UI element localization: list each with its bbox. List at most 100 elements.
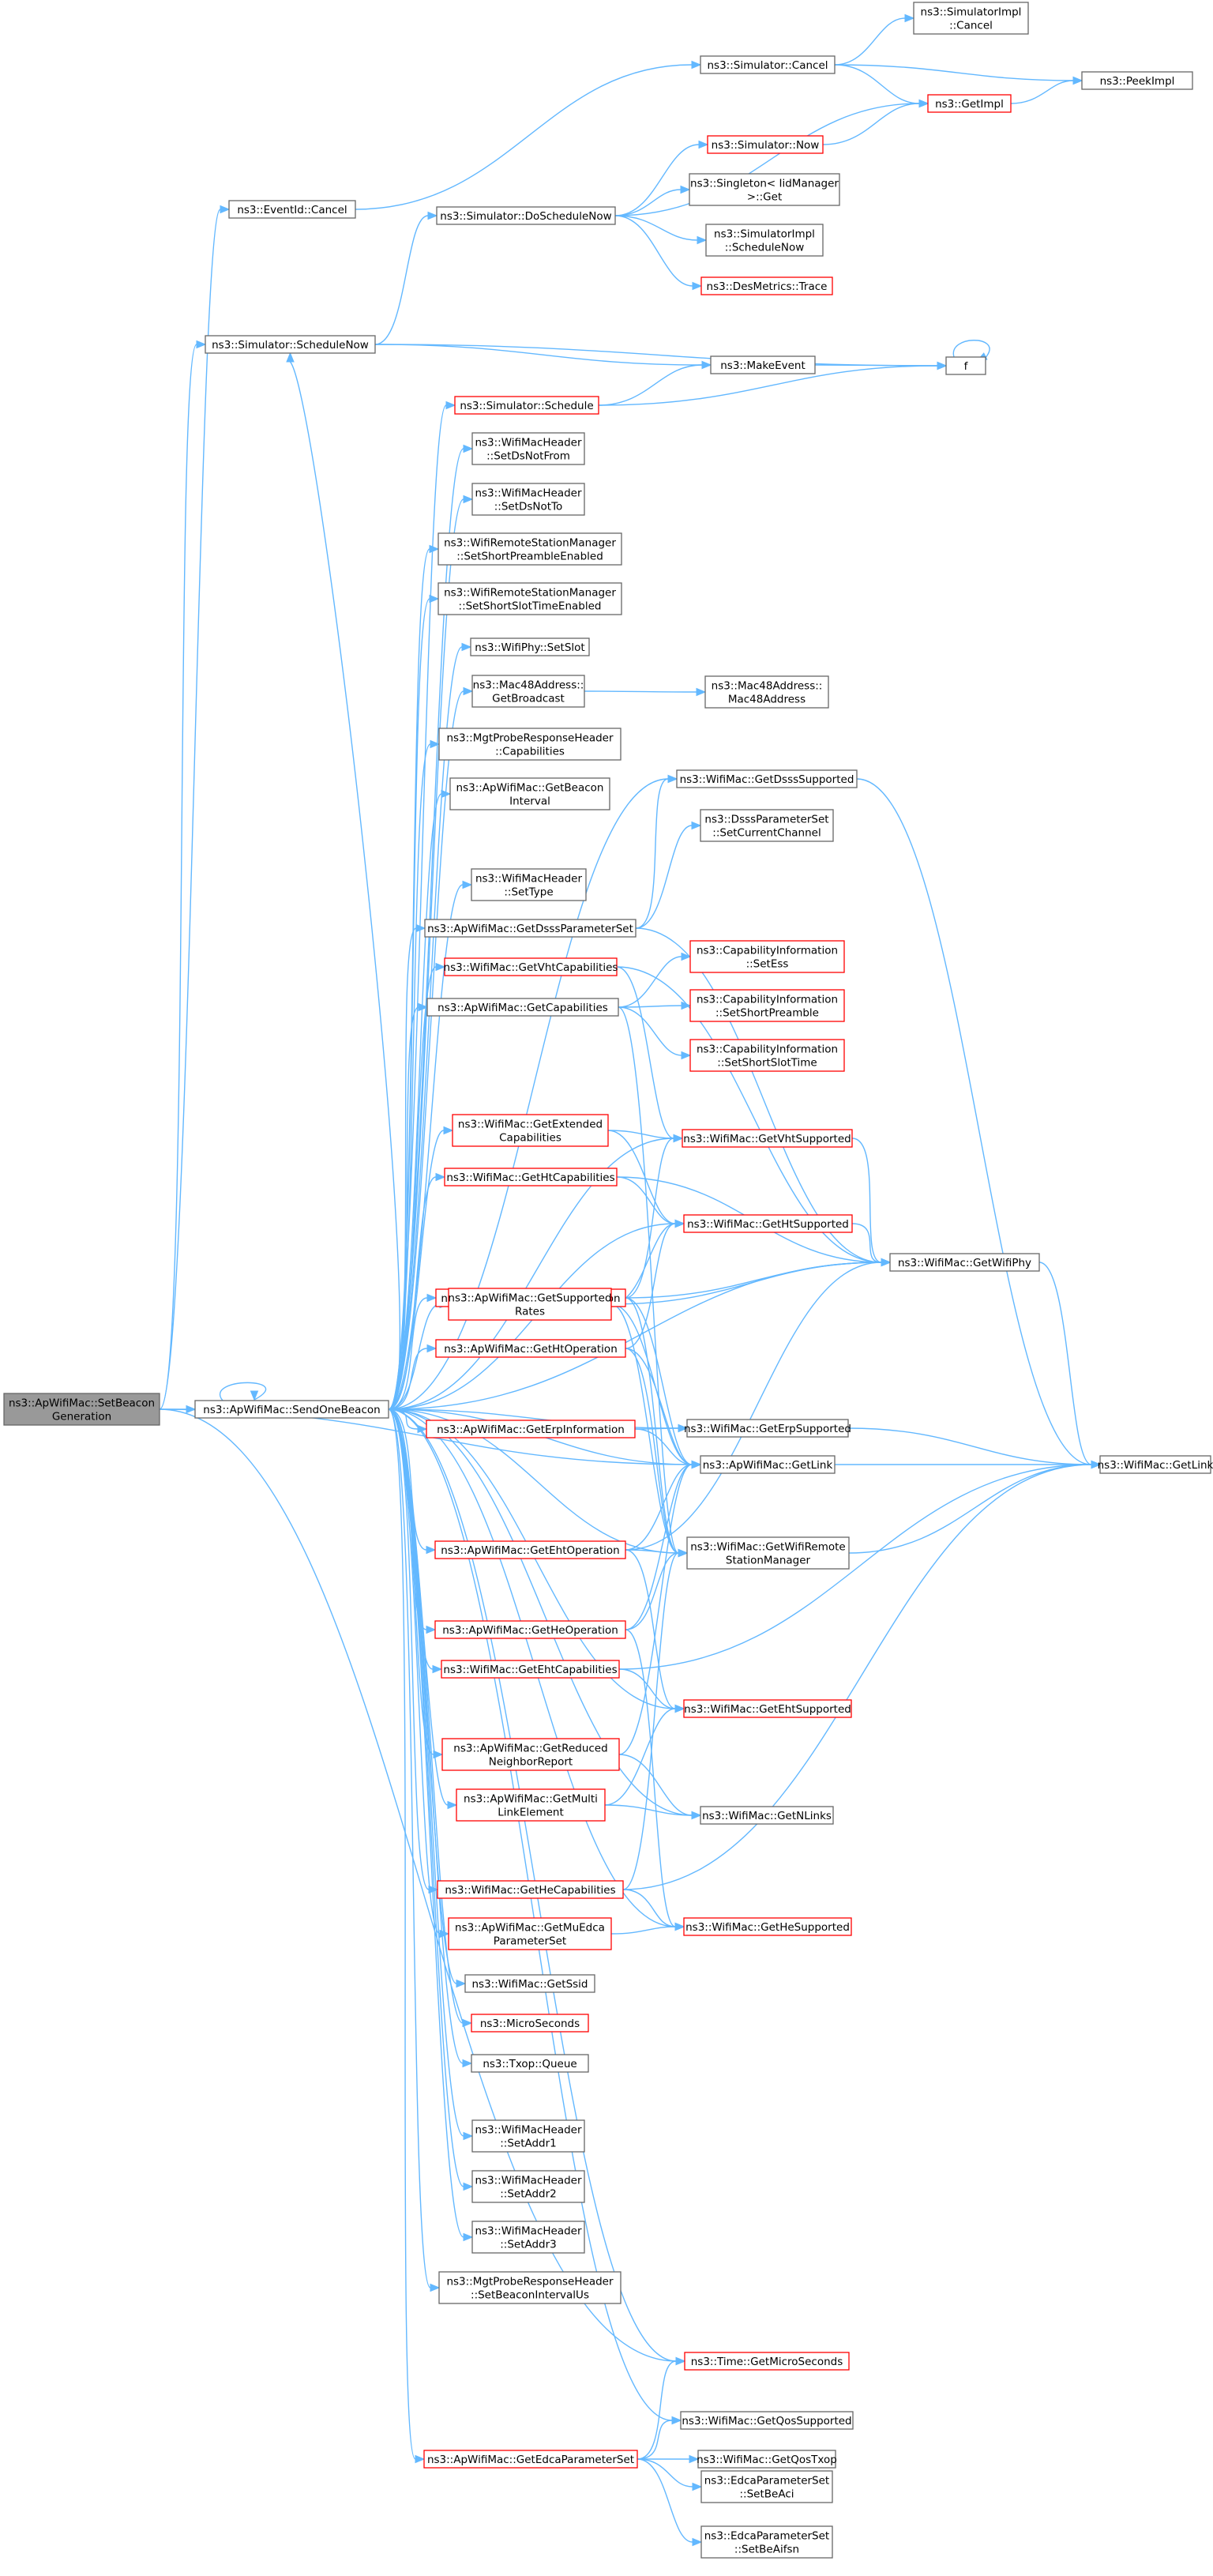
node-gethtcap[interactable]: ns3::WifiMac::GetHtCapabilities	[444, 1168, 618, 1186]
node-simcancel[interactable]: ns3::Simulator::Cancel	[700, 55, 836, 74]
call-edge-arrowhead	[435, 1172, 446, 1182]
node-label: ns3::ApWifiMac::GetMuEdca	[455, 1922, 605, 1935]
node-box	[435, 1339, 626, 1358]
node-setcurch[interactable]: ns3::DsssParameterSet::SetCurrentChannel	[700, 809, 834, 842]
call-edge-arrowhead	[220, 205, 231, 214]
node-wmlink[interactable]: ns3::WifiMac::GetLink	[1098, 1455, 1213, 1474]
node-getmicrosec[interactable]: ns3::Time::GetMicroSeconds	[684, 2352, 850, 2371]
call-edge-arrowhead	[937, 361, 948, 370]
node-getrsm[interactable]: ns3::WifiMac::GetWifiRemoteStationManage…	[686, 1536, 850, 1570]
node-setdsnotto[interactable]: ns3::WifiMacHeader::SetDsNotTo	[471, 483, 585, 516]
node-label: ns3::WifiMac::GetEhtCapabilities	[443, 1664, 617, 1676]
call-edge-arrowhead	[443, 1126, 454, 1135]
call-edge-arrowhead	[881, 1258, 892, 1267]
node-setaddr1[interactable]: ns3::WifiMacHeader::SetAddr1	[471, 2119, 585, 2153]
node-setshortslottime[interactable]: ns3::CapabilityInformation::SetShortSlot…	[689, 1039, 845, 1072]
call-edge-arrowhead	[678, 1548, 689, 1558]
node-mac48[interactable]: ns3::Mac48Address::Mac48Address	[704, 675, 829, 709]
node-getbroadcast[interactable]: ns3::Mac48Address::GetBroadcast	[471, 675, 585, 708]
node-getssid[interactable]: ns3::WifiMac::GetSsid	[464, 1974, 595, 1993]
node-box	[697, 2450, 836, 2469]
node-setshortpre[interactable]: ns3::WifiRemoteStationManager::SetShortP…	[438, 532, 622, 566]
call-edge-gethtcap-to-gethtsup	[616, 1176, 676, 1224]
node-gethesup[interactable]: ns3::WifiMac::GetHeSupported	[683, 1917, 852, 1936]
node-box	[471, 2014, 589, 2033]
call-edge-arrowhead	[674, 1922, 685, 1931]
node-getedca[interactable]: ns3::ApWifiMac::GetEdcaParameterSet	[423, 2450, 638, 2469]
node-settype[interactable]: ns3::WifiMacHeader::SetType	[471, 868, 587, 901]
node-microsec[interactable]: ns3::MicroSeconds	[471, 2014, 589, 2033]
node-makeevent[interactable]: ns3::MakeEvent	[710, 355, 816, 374]
node-label: ns3::ApWifiMac::GetCapabilities	[438, 1002, 608, 1014]
node-getdssspset[interactable]: ns3::ApWifiMac::GetDsssParameterSet	[424, 919, 637, 938]
node-getvhtcap[interactable]: ns3::WifiMac::GetVhtCapabilities	[444, 957, 618, 976]
node-label: ::Capabilities	[495, 746, 565, 758]
node-implcancel[interactable]: ns3::SimulatorImpl::Cancel	[913, 2, 1029, 35]
node-getvhtsup[interactable]: ns3::WifiMac::GetVhtSupported	[682, 1129, 853, 1148]
node-label: ns3::MicroSeconds	[480, 2018, 580, 2030]
node-setshortslot[interactable]: ns3::WifiRemoteStationManager::SetShortS…	[438, 582, 622, 615]
node-getnlinks[interactable]: ns3::WifiMac::GetNLinks	[700, 1806, 834, 1825]
node-getqostxop[interactable]: ns3::WifiMac::GetQosTxop	[697, 2450, 837, 2469]
node-getehtcap[interactable]: ns3::WifiMac::GetEhtCapabilities	[441, 1660, 620, 1679]
node-aplink[interactable]: ns3::ApWifiMac::GetLink	[700, 1455, 836, 1474]
node-setaddr3[interactable]: ns3::WifiMacHeader::SetAddr3	[471, 2221, 585, 2254]
node-getimpl[interactable]: ns3::GetImpl	[927, 94, 1012, 113]
node-send[interactable]: ns3::ApWifiMac::SendOneBeacon	[194, 1400, 389, 1419]
node-setshortpreamble[interactable]: ns3::CapabilityInformation::SetShortPrea…	[689, 989, 845, 1022]
node-getehtop[interactable]: ns3::ApWifiMac::GetEhtOperation	[434, 1540, 626, 1559]
call-edge-arrowhead	[463, 2232, 474, 2242]
node-schednow[interactable]: ns3::Simulator::ScheduleNow	[205, 335, 376, 354]
node-gethtop[interactable]: ns3::ApWifiMac::GetHtOperation	[435, 1339, 626, 1358]
node-setaddr2[interactable]: ns3::WifiMacHeader::SetAddr2	[471, 2170, 585, 2203]
call-edge-arrowhead	[678, 1423, 689, 1433]
node-doschednow[interactable]: ns3::Simulator::DoScheduleNow	[436, 206, 616, 225]
node-eventcancel[interactable]: ns3::EventId::Cancel	[228, 200, 356, 219]
node-box	[680, 2411, 854, 2430]
call-edge-getbroadcast-to-mac48	[584, 690, 697, 693]
call-edge-arrowhead	[697, 235, 708, 245]
node-setess[interactable]: ns3::CapabilityInformation::SetEss	[689, 940, 845, 973]
node-setdsnotfrom[interactable]: ns3::WifiMacHeader::SetDsNotFrom	[471, 432, 585, 465]
node-getwifiphy[interactable]: ns3::WifiMac::GetWifiPhy	[889, 1253, 1040, 1272]
node-getdsss[interactable]: ns3::WifiMac::GetDsssSupported	[676, 769, 858, 788]
node-box	[889, 1253, 1040, 1272]
node-simnow[interactable]: ns3::Simulator::Now	[707, 135, 824, 154]
node-desmetrics[interactable]: ns3::DesMetrics::Trace	[700, 276, 833, 295]
node-setbeaci[interactable]: ns3::EdcaParameterSet::SetBeAci	[700, 2470, 833, 2503]
node-getqossup[interactable]: ns3::WifiMac::GetQosSupported	[680, 2411, 854, 2430]
node-getcap[interactable]: ns3::ApWifiMac::GetCapabilities	[426, 998, 619, 1017]
node-geterpinfo[interactable]: ns3::ApWifiMac::GetErpInformation	[426, 1420, 636, 1438]
call-edge-arrowhead	[426, 1545, 437, 1555]
node-setbeaconintus[interactable]: ns3::MgtProbeResponseHeader::SetBeaconIn…	[438, 2271, 622, 2304]
node-simschedule[interactable]: ns3::Simulator::Schedule	[454, 396, 599, 415]
node-label: ns3::MgtProbeResponseHeader	[446, 732, 614, 745]
node-setbeaifsn[interactable]: ns3::EdcaParameterSet::SetBeAifsn	[700, 2525, 833, 2559]
node-getehtsup[interactable]: ns3::WifiMac::GetEhtSupported	[683, 1699, 852, 1718]
node-setslot[interactable]: ns3::WifiPhy::SetSlot	[470, 637, 590, 656]
node-txopqueue[interactable]: ns3::Txop::Queue	[471, 2054, 589, 2073]
node-getheop[interactable]: ns3::ApWifiMac::GetHeOperation	[434, 1620, 626, 1639]
node-f[interactable]: f	[945, 356, 986, 375]
node-box	[683, 1699, 852, 1718]
node-singleton[interactable]: ns3::Singleton< IidManager>::Get	[689, 173, 840, 206]
node-geterpsup[interactable]: ns3::WifiMac::GetErpSupported	[684, 1419, 851, 1438]
call-edge-arrowhead	[680, 185, 691, 194]
node-implschednow[interactable]: ns3::SimulatorImpl::ScheduleNow	[705, 224, 824, 257]
node-label: ns3::WifiMacHeader	[475, 2124, 582, 2137]
node-peekimpl[interactable]: ns3::PeekImpl	[1081, 71, 1193, 90]
call-edge-schednow-to-f	[374, 344, 938, 367]
node-mgtcap[interactable]: ns3::MgtProbeResponseHeader::Capabilitie…	[438, 728, 622, 761]
node-label: ns3::Simulator::Now	[712, 139, 820, 152]
node-box	[3, 1393, 160, 1426]
node-box	[689, 989, 845, 1022]
node-gethtsup[interactable]: ns3::WifiMac::GetHtSupported	[683, 1214, 853, 1233]
node-gethecap[interactable]: ns3::WifiMac::GetHeCapabilities	[437, 1880, 624, 1899]
